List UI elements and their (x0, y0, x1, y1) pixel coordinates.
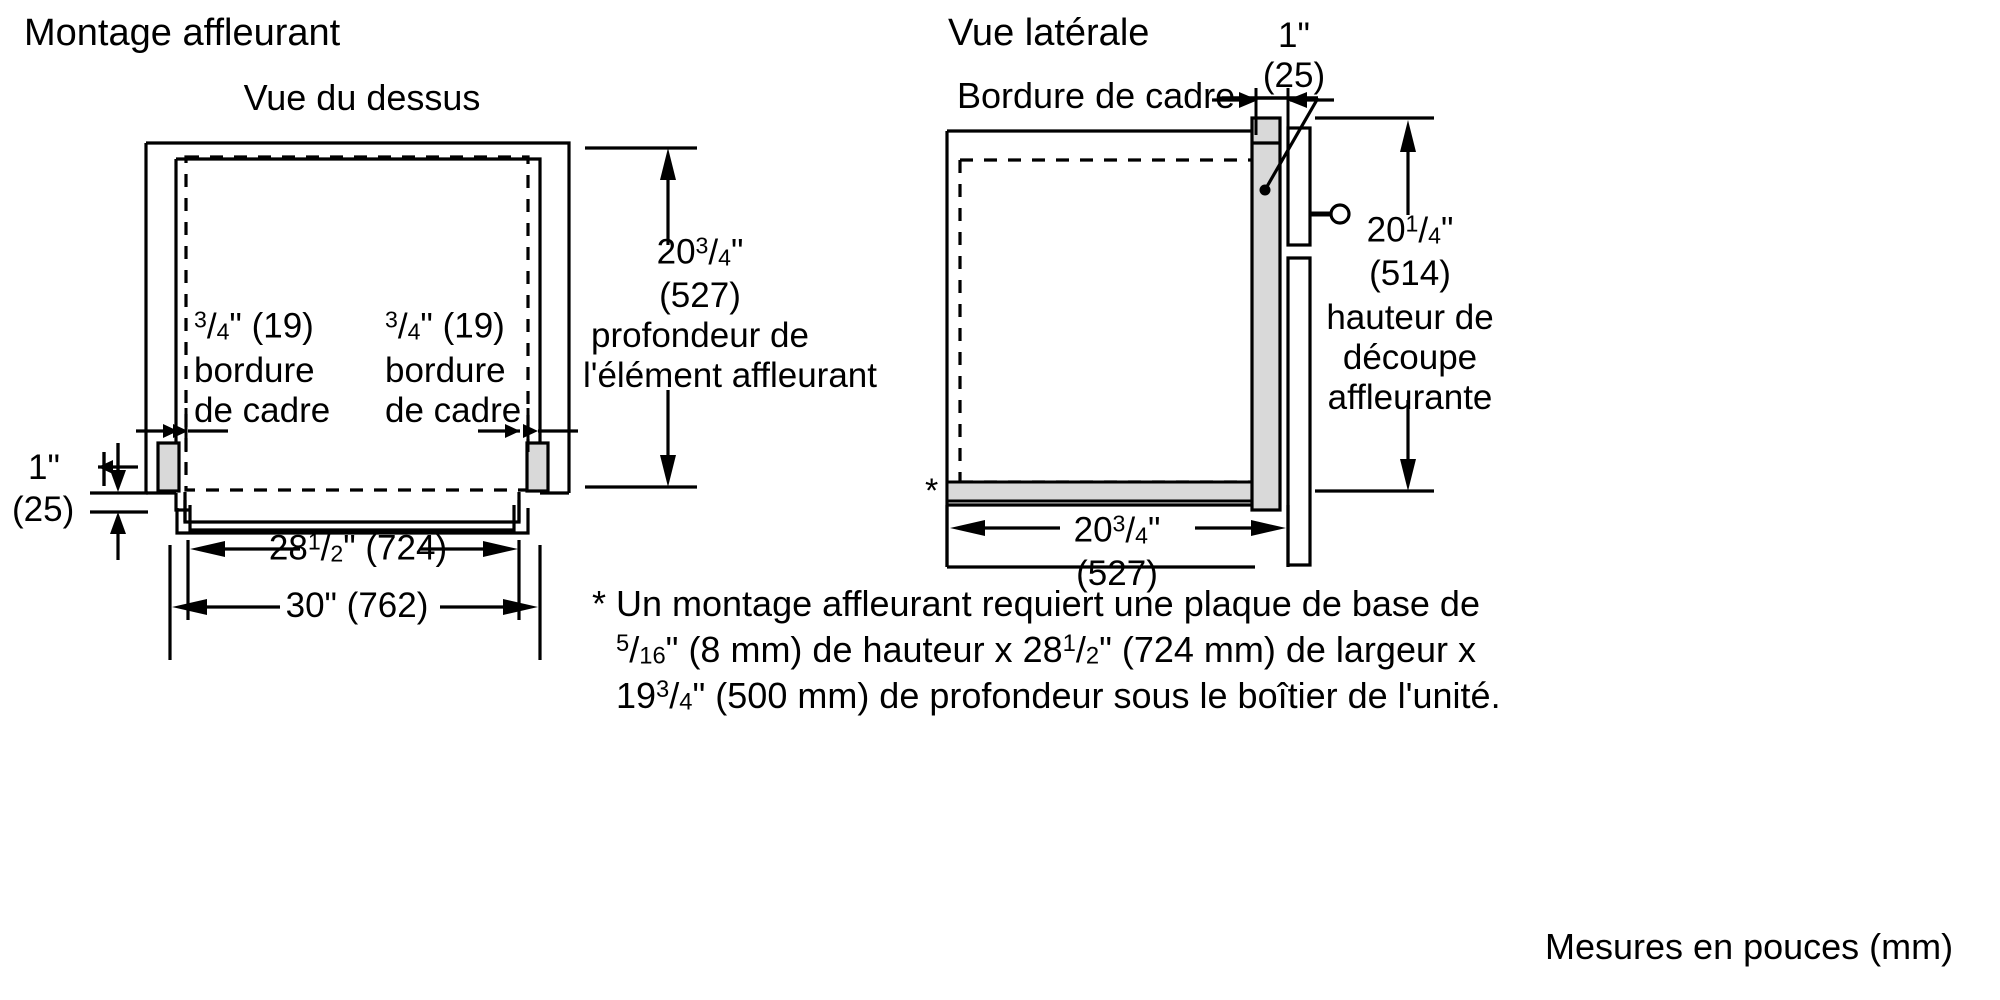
left-trim-label-line1: bordure (194, 351, 315, 390)
inner-width-whole: 28 (268, 528, 308, 568)
footnote-frac3-numerator: 3 (656, 676, 670, 704)
footnote-frac3-whole: 19 (616, 675, 657, 716)
right-trim-numerator: 3 (385, 306, 398, 332)
units-note: Mesures en pouces (mm) (1545, 926, 1954, 967)
inner-width-unit: " (724) (343, 528, 448, 568)
cutout-height-numerator: 1 (1405, 210, 1419, 236)
footnote-line-3: 193/4" (500 mm) de profondeur sous le bo… (616, 675, 1501, 716)
side-view-title: Vue latérale (948, 12, 1150, 54)
cutout-height-mm: (514) (1369, 254, 1451, 293)
outer-width-dimension: 30" (762) (285, 586, 429, 625)
left-view-subtitle: Vue du dessus (243, 77, 481, 118)
right-trim-dimension: 3/4" (19) (385, 306, 505, 346)
footnote-frac2-numerator: 1 (1062, 630, 1076, 658)
flush-depth-unit: " (730, 232, 744, 272)
footnote-frac2-denominator: 2 (1085, 642, 1100, 670)
flush-depth-denominator: 4 (718, 244, 731, 270)
left-trim-numerator: 3 (194, 306, 207, 332)
left-one-inch-mm: (25) (12, 490, 75, 529)
right-trim-unit: " (19) (420, 306, 505, 346)
footnote-frac1-denominator: 16 (639, 642, 666, 670)
inner-width-dimension: 281/2" (724) (268, 528, 448, 568)
footnote-line-1: Un montage affleurant requiert une plaqu… (616, 583, 1480, 624)
inner-width-numerator: 1 (307, 528, 321, 554)
left-view-title: Montage affleurant (24, 12, 341, 54)
side-one-inch-value: 1" (1278, 16, 1310, 55)
flush-depth-caption-line1: profondeur de (591, 316, 809, 355)
right-trim-label-line2: de cadre (385, 391, 522, 430)
left-trim-unit: " (19) (229, 306, 314, 346)
footnote-line-2-mid: " (8 mm) de hauteur x (665, 629, 1023, 670)
flush-depth-dimension: 203/4" (656, 232, 744, 272)
cutout-height-unit: " (1440, 210, 1454, 250)
flush-depth-whole: 20 (656, 232, 696, 272)
side-depth-numerator: 3 (1112, 510, 1126, 536)
frame-trim-callout-label: Bordure de cadre (957, 75, 1236, 116)
side-one-inch-mm: (25) (1262, 56, 1326, 95)
footnote-line-3-end: " (500 mm) de profondeur sous le boîtier… (692, 675, 1501, 716)
footnote-marker: * (592, 583, 607, 624)
footnote-line-2: 5/16" (8 mm) de hauteur x 281/2" (724 mm… (616, 629, 1476, 670)
left-trim-dimension: 3/4" (19) (194, 306, 314, 346)
side-depth-dimension: 203/4" (1073, 510, 1161, 550)
footnote-frac2-whole: 28 (1022, 629, 1063, 670)
side-depth-whole: 20 (1073, 510, 1113, 550)
side-depth-denominator: 4 (1135, 522, 1148, 548)
cutout-height-denominator: 4 (1428, 222, 1441, 248)
side-depth-mm: (527) (1076, 554, 1158, 593)
cutout-height-caption-line1: hauteur de (1326, 298, 1494, 337)
flush-depth-mm: (527) (659, 276, 741, 315)
left-one-inch-value: 1" (28, 448, 60, 487)
cutout-height-caption-line2: découpe (1342, 338, 1478, 377)
footnote-frac1-numerator: 5 (616, 630, 630, 658)
right-trim-denominator: 4 (407, 318, 421, 344)
side-depth-unit: " (1147, 510, 1161, 550)
footnote-line-2-end: " (724 mm) de largeur x (1099, 629, 1476, 670)
cutout-height-whole: 20 (1366, 210, 1406, 250)
right-trim-label-line1: bordure (385, 351, 506, 390)
footnote-frac3-denominator: 4 (679, 688, 693, 716)
flush-depth-numerator: 3 (695, 232, 709, 258)
left-trim-label-line2: de cadre (194, 391, 331, 430)
cutout-height-dimension: 201/4" (1366, 210, 1454, 250)
left-trim-denominator: 4 (216, 318, 230, 344)
base-plate-asterisk: * (925, 472, 939, 510)
cutout-height-caption-line3: affleurante (1327, 378, 1493, 417)
inner-width-denominator: 2 (330, 540, 344, 566)
flush-depth-caption-line2: l'élément affleurant (583, 356, 877, 395)
